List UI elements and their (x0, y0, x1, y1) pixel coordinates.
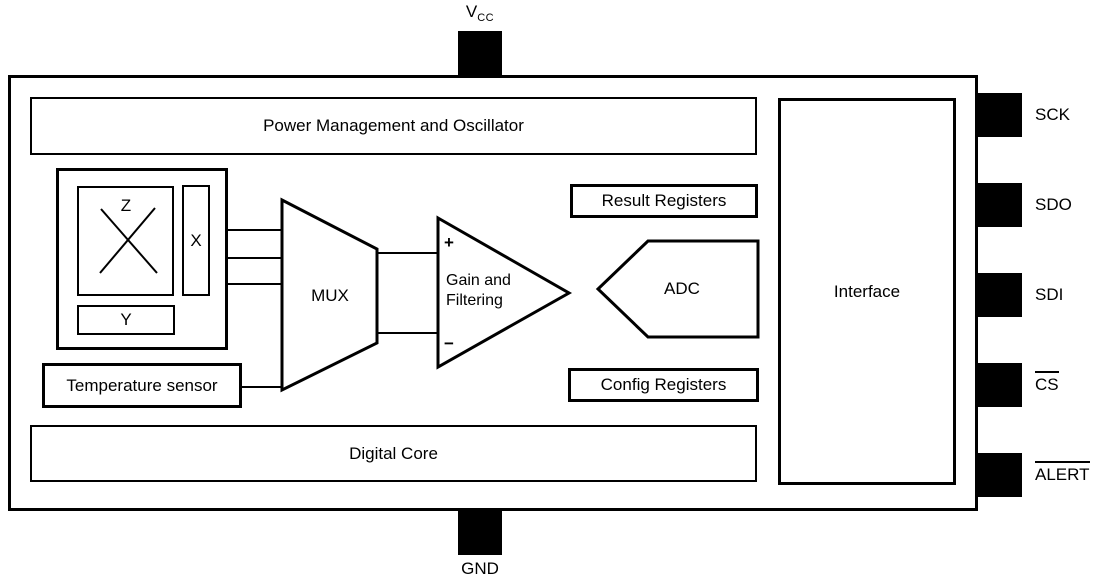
digital-core-block: Digital Core (30, 425, 757, 482)
amp-plus-sign: + (444, 233, 454, 252)
temperature-sensor-block: Temperature sensor (42, 363, 242, 408)
digital-core-label: Digital Core (349, 443, 438, 463)
config-registers-label: Config Registers (600, 375, 727, 395)
gain-label-line2: Filtering (446, 292, 503, 309)
gain-filtering-label: Gain and Filtering (446, 271, 536, 311)
gain-label-line1: Gain and (446, 272, 511, 289)
power-management-label: Power Management and Oscillator (263, 116, 524, 136)
pin-sdo-label: SDO (1035, 193, 1072, 217)
pin-cs (977, 363, 1022, 407)
vcc-label-main: V (465, 2, 478, 21)
pin-sdo (977, 183, 1022, 227)
sensor-z-label: Z (120, 196, 132, 215)
pin-cs-label: CS (1035, 371, 1059, 395)
result-registers-label: Result Registers (601, 191, 727, 211)
interface-block: Interface (778, 98, 956, 485)
pin-alert-label: ALERT (1035, 461, 1090, 485)
pin-gnd-label: GND (461, 559, 499, 578)
sensor-y-label: Y (120, 310, 132, 330)
sdo-text: SDO (1035, 195, 1072, 214)
pin-sdi (977, 273, 1022, 317)
pin-sdi-label: SDI (1035, 283, 1063, 307)
adc-label: ADC (664, 279, 700, 298)
pin-vcc (458, 31, 502, 77)
pin-sck-label: SCK (1035, 103, 1070, 127)
cs-text: CS (1035, 371, 1059, 395)
sensor-z-label-wrap: Z (86, 196, 166, 220)
amp-minus-sign: − (444, 334, 454, 353)
temperature-sensor-label: Temperature sensor (66, 375, 218, 395)
sensor-y-box: Y (77, 305, 175, 335)
vcc-label-sub: CC (477, 12, 495, 24)
pin-vcc-label: VCC (440, 0, 520, 24)
sck-text: SCK (1035, 105, 1070, 124)
result-registers-block: Result Registers (570, 184, 758, 218)
pin-gnd (458, 509, 502, 555)
sensor-x-label: X (190, 230, 202, 250)
sensor-x-box: X (182, 185, 210, 296)
power-management-block: Power Management and Oscillator (30, 97, 757, 155)
pin-sck (977, 93, 1022, 137)
sdi-text: SDI (1035, 285, 1064, 304)
pin-alert (977, 453, 1022, 497)
config-registers-block: Config Registers (568, 368, 759, 402)
interface-label: Interface (833, 281, 901, 301)
alert-text: ALERT (1035, 461, 1090, 485)
mux-label: MUX (311, 286, 349, 305)
